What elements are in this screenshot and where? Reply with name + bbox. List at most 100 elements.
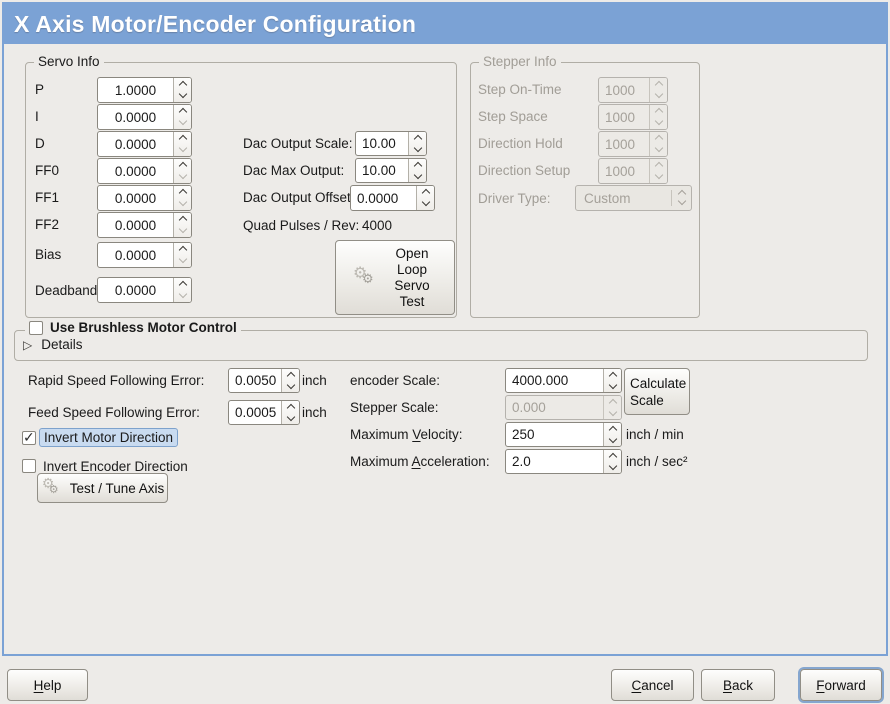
- spin-down-icon[interactable]: [604, 462, 621, 474]
- spinner-buttons[interactable]: [173, 159, 191, 183]
- maximum-acceleration-value[interactable]: 2.0: [512, 454, 531, 469]
- spin-down-icon[interactable]: [604, 435, 621, 447]
- maximum-velocity-unit: inch / min: [626, 427, 684, 442]
- spinner-buttons[interactable]: [173, 243, 191, 267]
- spinbox-ff0-value[interactable]: 0.0000: [114, 163, 157, 179]
- spinner-buttons[interactable]: [603, 450, 621, 473]
- spinner-buttons[interactable]: [173, 132, 191, 156]
- spinner-buttons[interactable]: [281, 369, 299, 392]
- spin-up-icon[interactable]: [604, 450, 621, 462]
- invert-encoder-checkbox[interactable]: ✓: [22, 459, 36, 473]
- spinbox-bias[interactable]: 0.0000: [97, 242, 192, 268]
- spin-down-icon[interactable]: [417, 198, 434, 210]
- spinbox-dac-max-output[interactable]: 10.00: [355, 158, 427, 183]
- spinner-buttons[interactable]: [173, 186, 191, 210]
- spin-down-icon[interactable]: [174, 255, 191, 267]
- label-quad-pulses: Quad Pulses / Rev:: [243, 218, 360, 233]
- details-label[interactable]: Details: [41, 337, 83, 352]
- spinner-buttons[interactable]: [408, 159, 426, 182]
- cancel-button[interactable]: Cancel: [611, 669, 694, 701]
- use-brushless-label[interactable]: Use Brushless Motor Control: [50, 320, 237, 335]
- spin-down-icon[interactable]: [409, 144, 426, 156]
- maximum-velocity-value[interactable]: 250: [512, 427, 535, 442]
- spin-up-icon[interactable]: [174, 243, 191, 255]
- spinbox-encoder-scale[interactable]: 4000.000: [505, 368, 622, 393]
- spin-up-icon[interactable]: [174, 78, 191, 90]
- spin-down-icon[interactable]: [282, 413, 299, 425]
- back-button[interactable]: Back: [701, 669, 775, 701]
- spinbox-feed-following-error[interactable]: 0.0005: [228, 400, 300, 425]
- spin-down-icon[interactable]: [174, 290, 191, 302]
- invert-encoder-label[interactable]: Invert Encoder Direction: [43, 459, 188, 474]
- spin-up-icon[interactable]: [409, 159, 426, 171]
- feed-following-error-value[interactable]: 0.0005: [235, 405, 277, 420]
- spin-up-icon[interactable]: [174, 213, 191, 225]
- spin-up-icon[interactable]: [282, 401, 299, 413]
- spinbox-d-value[interactable]: 0.0000: [114, 136, 157, 152]
- spin-up-icon[interactable]: [174, 186, 191, 198]
- spin-down-icon[interactable]: [409, 171, 426, 183]
- spinner-buttons[interactable]: [281, 401, 299, 424]
- calculate-scale-button[interactable]: Calculate Scale: [624, 368, 690, 415]
- label-p: P: [35, 82, 45, 97]
- spinbox-ff0[interactable]: 0.0000: [97, 158, 192, 184]
- dac-max-output-value[interactable]: 10.00: [362, 163, 396, 178]
- spin-down-icon[interactable]: [604, 381, 621, 393]
- spinbox-rapid-following-error[interactable]: 0.0050: [228, 368, 300, 393]
- spinner-buttons[interactable]: [408, 132, 426, 155]
- spin-up-icon[interactable]: [174, 278, 191, 290]
- invert-motor-label[interactable]: Invert Motor Direction: [39, 428, 179, 447]
- spinbox-ff1-value[interactable]: 0.0000: [114, 190, 157, 206]
- spinbox-d[interactable]: 0.0000: [97, 131, 192, 157]
- spinbox-maximum-velocity[interactable]: 250: [505, 422, 622, 447]
- rapid-following-error-value[interactable]: 0.0050: [235, 373, 277, 388]
- details-expander[interactable]: ▷ Details: [23, 337, 83, 352]
- spinbox-deadband[interactable]: 0.0000: [97, 277, 192, 303]
- spin-down-icon[interactable]: [174, 144, 191, 156]
- spinner-buttons[interactable]: [603, 369, 621, 392]
- spinner-buttons[interactable]: [173, 105, 191, 129]
- spin-down-icon[interactable]: [174, 117, 191, 129]
- spinbox-maximum-acceleration[interactable]: 2.0: [505, 449, 622, 474]
- spinner-buttons[interactable]: [416, 186, 434, 210]
- dac-output-offset-value[interactable]: 0.0000: [357, 190, 399, 206]
- spinbox-bias-value[interactable]: 0.0000: [114, 247, 157, 263]
- spin-up-icon[interactable]: [604, 369, 621, 381]
- spin-down-icon[interactable]: [282, 381, 299, 393]
- invert-motor-checkbox[interactable]: ✓: [22, 429, 36, 445]
- spin-up-icon[interactable]: [417, 186, 434, 198]
- spin-up-icon[interactable]: [174, 105, 191, 117]
- spinbox-i[interactable]: 0.0000: [97, 104, 192, 130]
- expander-arrow-icon[interactable]: ▷: [23, 337, 33, 352]
- test-tune-axis-button[interactable]: ⚙ ⚙ Test / Tune Axis: [37, 473, 168, 503]
- open-loop-servo-test-button[interactable]: ⚙ ⚙ Open Loop Servo Test: [335, 240, 455, 315]
- help-button[interactable]: Help: [7, 669, 88, 701]
- use-brushless-checkbox[interactable]: ✓: [29, 320, 43, 335]
- spinner-buttons[interactable]: [173, 278, 191, 302]
- forward-button[interactable]: Forward: [800, 669, 882, 701]
- spinner-buttons[interactable]: [173, 213, 191, 237]
- spin-down-icon[interactable]: [174, 171, 191, 183]
- spinbox-p-value[interactable]: 1.0000: [114, 82, 157, 98]
- spinbox-i-value[interactable]: 0.0000: [114, 109, 157, 125]
- encoder-scale-value[interactable]: 4000.000: [512, 373, 569, 388]
- spinbox-p[interactable]: 1.0000: [97, 77, 192, 103]
- spin-up-icon[interactable]: [604, 423, 621, 435]
- spinner-buttons[interactable]: [173, 78, 191, 102]
- spin-down-icon[interactable]: [174, 225, 191, 237]
- spin-up-icon[interactable]: [174, 159, 191, 171]
- dialog-frame: X Axis Motor/Encoder Configuration: [2, 2, 888, 656]
- spinbox-ff2[interactable]: 0.0000: [97, 212, 192, 238]
- spin-up-icon[interactable]: [282, 369, 299, 381]
- spinbox-deadband-value[interactable]: 0.0000: [114, 282, 157, 298]
- spin-up-icon[interactable]: [409, 132, 426, 144]
- spinner-buttons[interactable]: [603, 423, 621, 446]
- spinbox-ff2-value[interactable]: 0.0000: [114, 217, 157, 233]
- spinbox-dac-output-offset[interactable]: 0.0000: [350, 185, 435, 211]
- spinbox-ff1[interactable]: 0.0000: [97, 185, 192, 211]
- spinbox-dac-output-scale[interactable]: 10.00: [355, 131, 427, 156]
- dac-output-scale-value[interactable]: 10.00: [362, 136, 396, 151]
- spin-down-icon[interactable]: [174, 198, 191, 210]
- spin-down-icon[interactable]: [174, 90, 191, 102]
- spin-up-icon[interactable]: [174, 132, 191, 144]
